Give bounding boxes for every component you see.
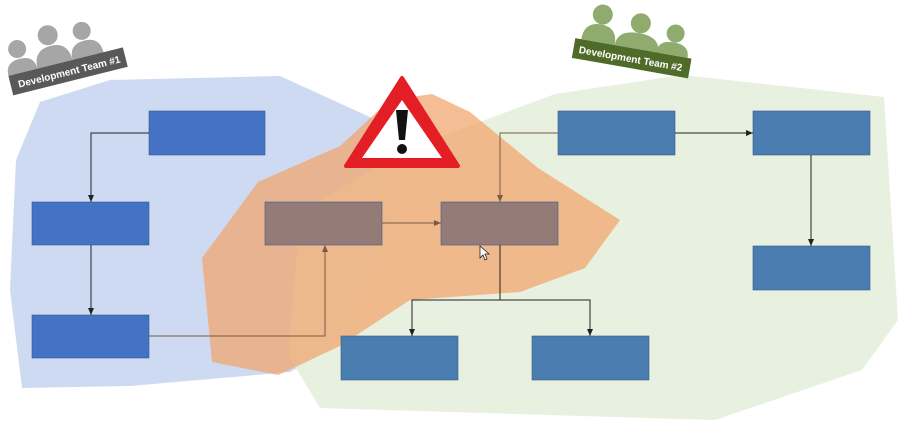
conflict-box-right <box>440 201 559 246</box>
team1-badge: Development Team #1 <box>7 21 128 96</box>
connector-t1-top-to-middle <box>88 132 149 202</box>
warning-triangle-icon <box>344 76 460 168</box>
connector-split-to-bottom-left <box>409 299 500 336</box>
connector-t2-top-to-conflict <box>497 132 558 202</box>
people-group-icon <box>581 4 688 58</box>
mouse-cursor-icon <box>479 245 491 261</box>
team2-badge: Development Team #2 <box>571 4 692 79</box>
team2-box-bottom-left <box>340 335 459 381</box>
team2-box-right <box>752 245 871 291</box>
connector-t1-bottom-to-conflict <box>149 245 328 337</box>
team2-box-bottom-right <box>531 335 650 381</box>
people-group-icon <box>7 21 104 76</box>
team2-box-top-left <box>557 110 676 156</box>
conflict-region <box>202 94 620 375</box>
team2-box-top-right <box>752 110 871 156</box>
conflict-box-left <box>264 201 383 246</box>
team1-box-bottom <box>31 314 150 359</box>
team1-box-top <box>148 110 266 156</box>
connector-split-to-bottom-right <box>500 299 593 336</box>
team1-box-middle <box>31 201 150 246</box>
